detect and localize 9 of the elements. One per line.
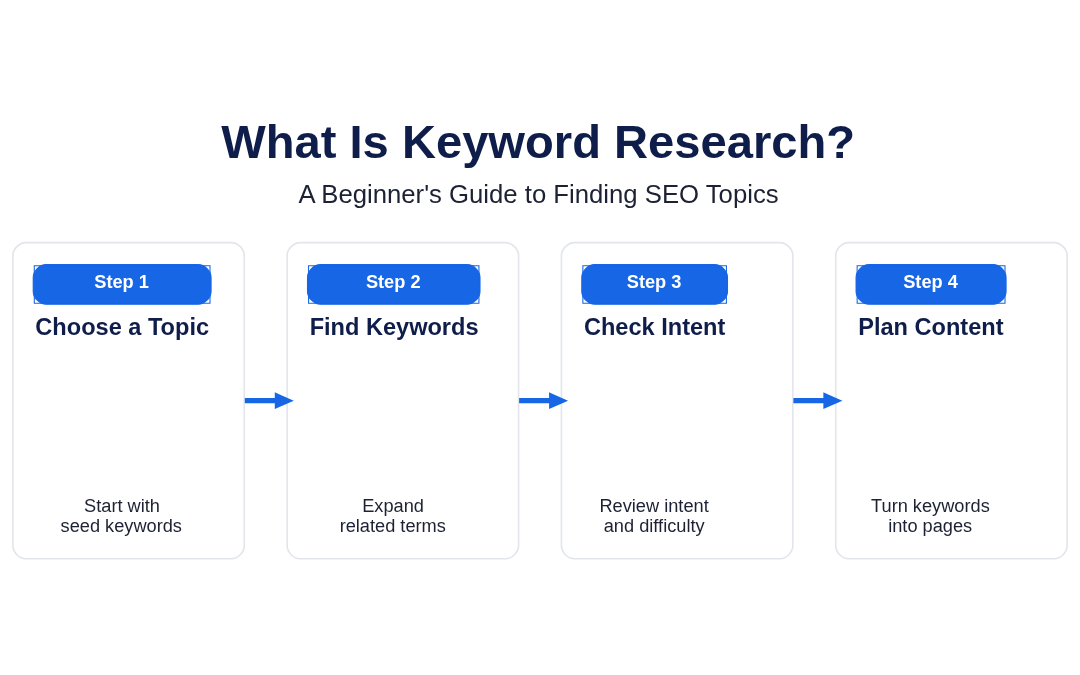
arrow bbox=[244, 391, 294, 409]
node-box: Step 1 Choose a Topic Start with seed keywords bbox=[12, 241, 246, 559]
label: A Beginner's Guide to Finding SEO Topics bbox=[298, 179, 779, 208]
node-box: Step 4 Plan Content Turn keywords into pages bbox=[834, 241, 1068, 559]
arrow bbox=[519, 391, 569, 409]
arrow bbox=[793, 391, 843, 409]
node-box: Step 2 Find Keywords Expand related terms bbox=[286, 241, 520, 559]
node-box: Step 3 Check Intent Review intent and difficulty bbox=[560, 241, 794, 559]
diagram-title: What Is Keyword Research? bbox=[221, 114, 855, 168]
